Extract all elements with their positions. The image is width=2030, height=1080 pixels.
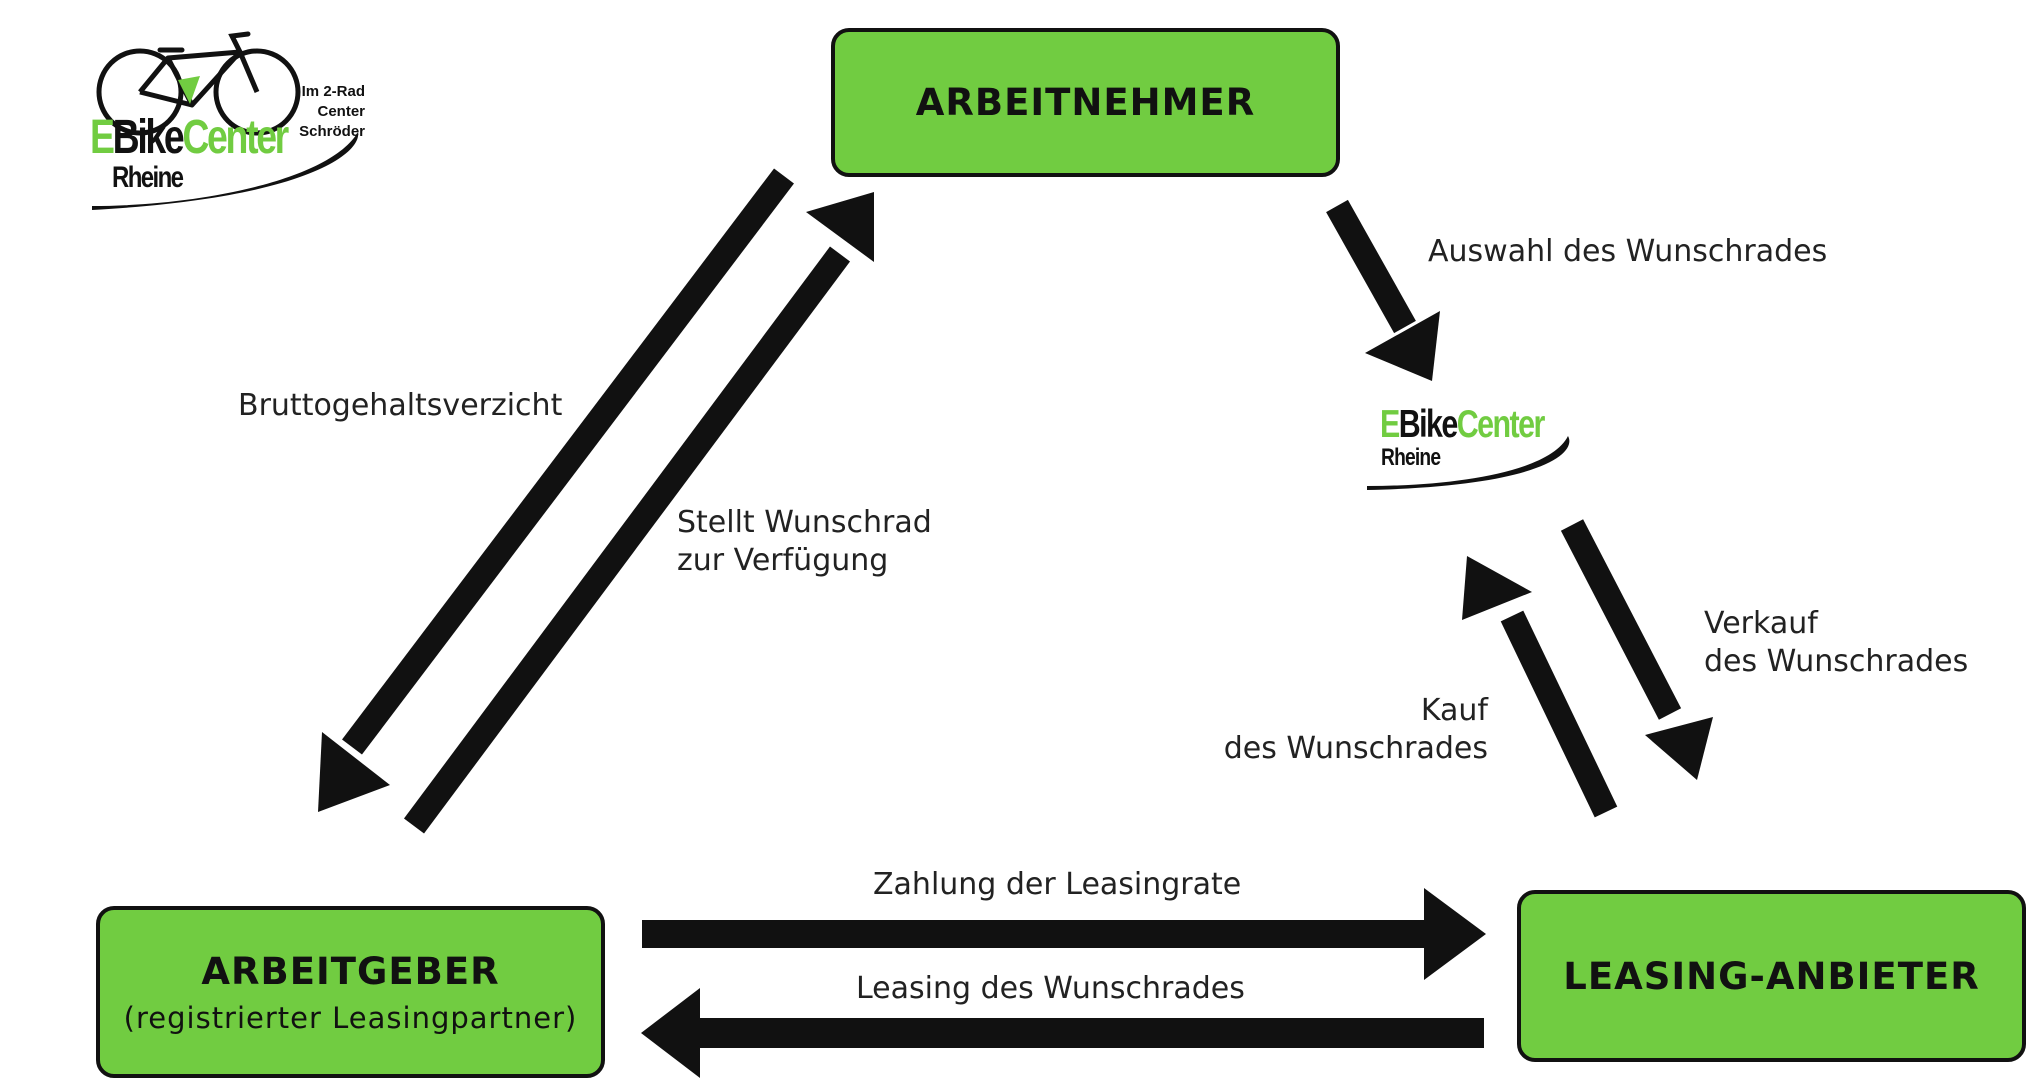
- node-arbeitgeber-sublabel: (registrierter Leasingpartner): [123, 1000, 578, 1035]
- label-stellt-line2: zur Verfügung: [677, 543, 889, 578]
- arrow-zahlung: [642, 888, 1486, 980]
- label-kauf-line1: Kauf: [1420, 693, 1488, 728]
- ebikecenter-logo-top: Im 2-Rad Center Schröder EBikeCenter Rhe…: [90, 30, 370, 215]
- label-kauf-line2: des Wunschrades: [1223, 731, 1488, 766]
- label-leasing: Leasing des Wunschrades: [856, 970, 1245, 1008]
- arrow-kauf: [1462, 556, 1618, 818]
- logo-e: E: [90, 111, 115, 164]
- node-arbeitgeber-label: ARBEITGEBER: [201, 949, 500, 993]
- logo-tagline-line1: Im 2-Rad Center: [301, 83, 365, 120]
- label-verkauf-line2: des Wunschrades: [1704, 644, 1969, 679]
- arrow-stellt-wunschrad: [403, 192, 874, 834]
- arrow-auswahl: [1326, 199, 1440, 381]
- arrow-leasing: [641, 988, 1484, 1078]
- node-leasing-anbieter-label: LEASING-ANBIETER: [1563, 954, 1980, 998]
- label-zahlung: Zahlung der Leasingrate: [873, 866, 1241, 904]
- label-stellt-wunschrad: Stellt Wunschrad zur Verfügung: [677, 504, 932, 580]
- arrow-verkauf: [1560, 519, 1713, 780]
- node-arbeitgeber: ARBEITGEBER (registrierter Leasingpartne…: [96, 906, 605, 1078]
- label-verkauf-line1: Verkauf: [1704, 606, 1818, 641]
- e-bike-icon: [92, 31, 359, 210]
- ebikecenter-logo-mid: EBikeCenter Rheine: [1365, 402, 1595, 492]
- label-zahlung-text: Zahlung der Leasingrate: [873, 867, 1242, 902]
- logo-mid-city: Rheine: [1381, 444, 1441, 471]
- logo-center: Center: [182, 111, 289, 164]
- logo-mid-bike: Bike: [1398, 403, 1459, 446]
- label-bruttogehaltsverzicht: Bruttogehaltsverzicht: [238, 387, 562, 425]
- label-kauf: Kauf des Wunschrades: [1215, 692, 1488, 768]
- logo-tagline-line2: Schröder: [299, 123, 365, 140]
- label-verkauf: Verkauf des Wunschrades: [1704, 605, 1968, 681]
- label-auswahl: Auswahl des Wunschrades: [1428, 233, 1827, 271]
- label-leasing-text: Leasing des Wunschrades: [856, 971, 1245, 1006]
- logo-bike: Bike: [112, 111, 185, 164]
- label-bruttogehaltsverzicht-text: Bruttogehaltsverzicht: [238, 388, 563, 423]
- logo-mid-e: E: [1380, 403, 1400, 446]
- arrow-bruttogehaltsverzicht: [318, 168, 794, 812]
- node-arbeitnehmer-label: ARBEITNEHMER: [915, 81, 1256, 124]
- node-leasing-anbieter: LEASING-ANBIETER: [1517, 890, 2026, 1062]
- logo-mid-center: Center: [1456, 403, 1546, 446]
- logo-city: Rheine: [112, 161, 184, 194]
- node-arbeitnehmer: ARBEITNEHMER: [831, 28, 1340, 177]
- label-stellt-line1: Stellt Wunschrad: [677, 505, 932, 540]
- label-auswahl-text: Auswahl des Wunschrades: [1428, 234, 1828, 269]
